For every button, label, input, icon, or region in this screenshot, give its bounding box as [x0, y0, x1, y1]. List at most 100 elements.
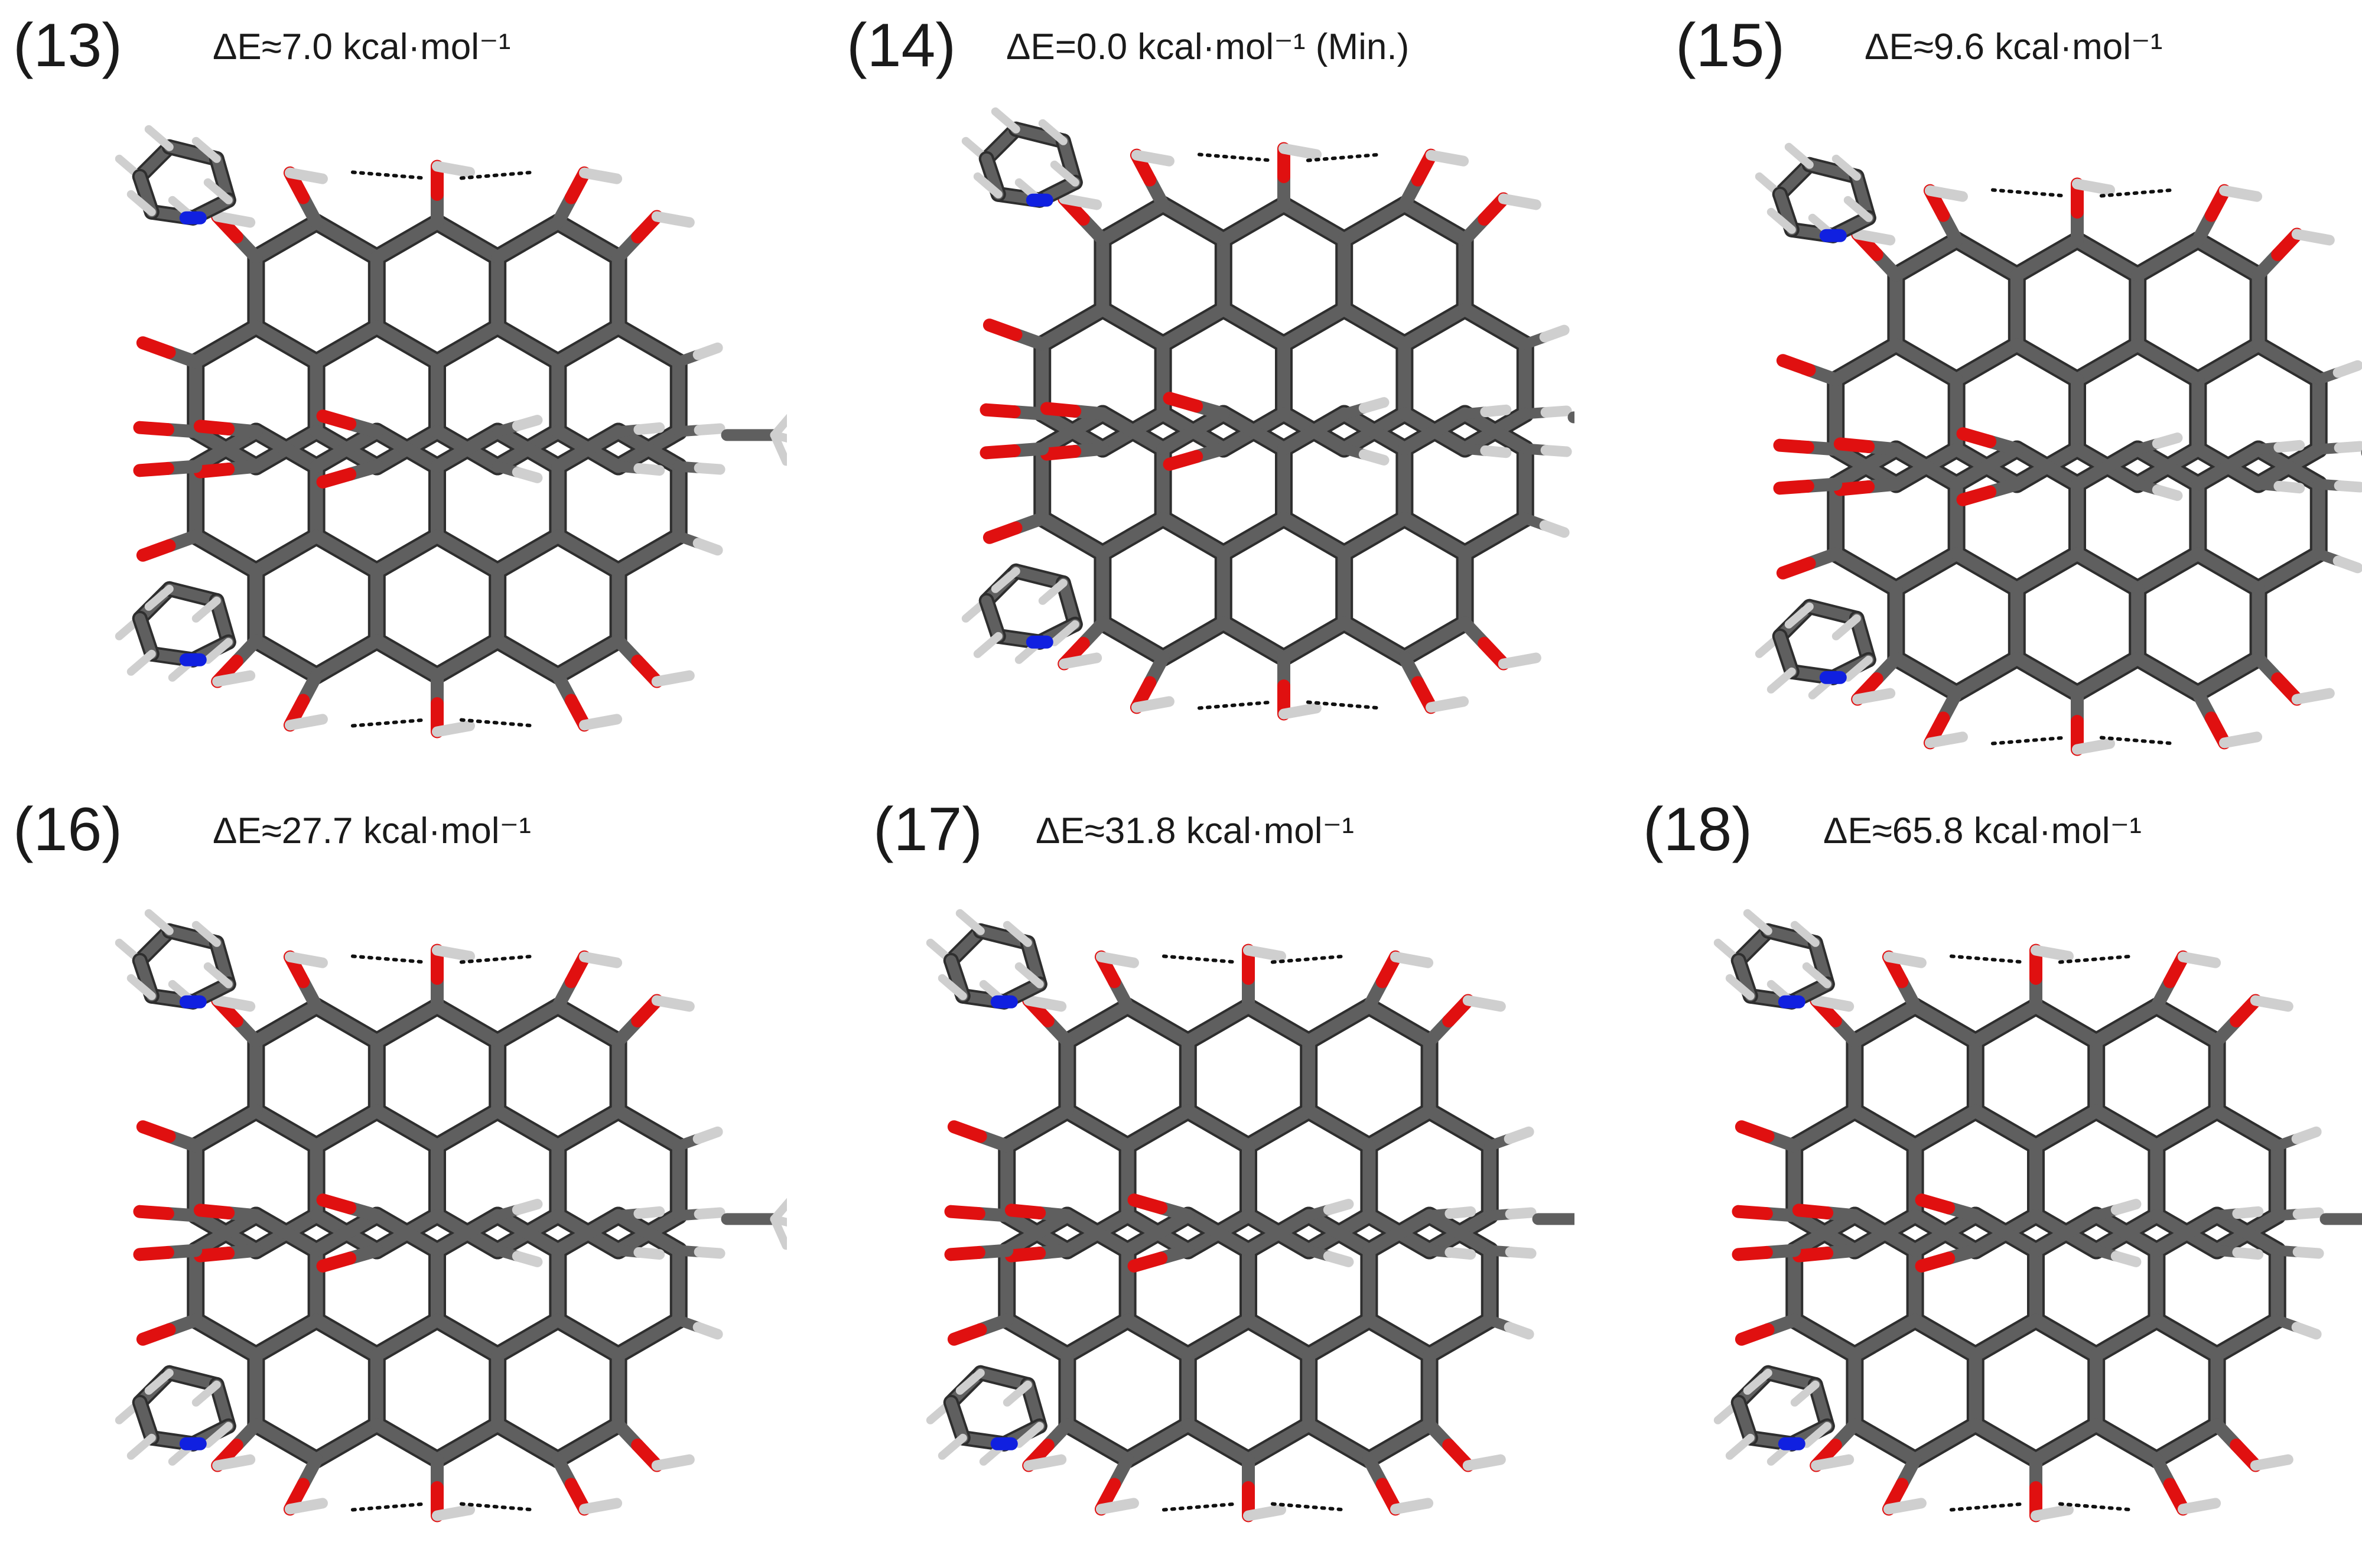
- c-h-bond: [973, 172, 1003, 199]
- carbon-bond: [310, 1104, 383, 1153]
- c-h-bond: [203, 1421, 233, 1448]
- carbon-bond: [611, 425, 685, 473]
- o-h-bond: [1852, 688, 1896, 705]
- c-o-bond: [1127, 1193, 1168, 1215]
- o-h-bond: [1278, 702, 1322, 720]
- c-h-bond: [1784, 602, 1814, 629]
- hydrogen-bond: [1949, 954, 2026, 964]
- carbon-bond: [2010, 652, 2084, 700]
- carbon-bond: [1096, 616, 1170, 665]
- carbon-bond: [370, 1104, 444, 1153]
- carbon-bond: [431, 1104, 505, 1153]
- carbon-bond: [2010, 443, 2084, 491]
- o-h-bond: [1883, 1498, 1927, 1515]
- o-h-bond: [284, 1498, 328, 1515]
- o-h-bond: [1883, 951, 1927, 968]
- hydrogen-bond: [1990, 736, 2067, 746]
- hydrogen-bond: [350, 1502, 427, 1512]
- c-o-bond: [980, 403, 1021, 419]
- c-h-bond: [1038, 578, 1068, 605]
- o-h-bond: [1811, 1454, 1855, 1471]
- carbon-bond: [1950, 652, 2023, 700]
- amine-ring-bond: [164, 1367, 222, 1390]
- o-h-bond: [212, 1454, 256, 1471]
- panel-17: (17) ΔE≈31.8 kcal·mol⁻¹: [788, 784, 1574, 1568]
- c-o-bond: [133, 461, 174, 477]
- carbon-bond: [189, 1209, 263, 1257]
- c-h-bond: [633, 1206, 665, 1219]
- o-h-bond: [1426, 696, 1469, 713]
- carbon-bond: [2191, 443, 2265, 491]
- amine-ring-bond: [1733, 1397, 1756, 1443]
- c-o-bond: [1915, 1251, 1956, 1273]
- carbon-bond: [2010, 338, 2084, 386]
- c-h-bond: [191, 1380, 221, 1407]
- c-o-bond: [133, 421, 174, 437]
- carbon-bond: [491, 634, 565, 682]
- o-h-bond: [1852, 229, 1896, 246]
- carbon-bond: [1060, 1418, 1134, 1466]
- amine-ring-bond: [134, 1397, 157, 1443]
- o-h-bond: [212, 995, 256, 1012]
- carbon-bond: [189, 425, 263, 473]
- o-h-bond: [432, 720, 475, 737]
- carbon-bond: [1096, 198, 1170, 246]
- carbon-bond: [370, 425, 444, 473]
- carbon-bond: [2191, 547, 2265, 596]
- o-h-bond: [651, 995, 695, 1012]
- c-h-bond: [973, 632, 1003, 658]
- carbon-bond: [1829, 547, 1903, 596]
- c-h-bond: [1802, 1421, 1831, 1448]
- carbon-bond: [1121, 1000, 1195, 1048]
- o-h-bond: [1498, 193, 1541, 210]
- c-o-bond: [1956, 427, 1997, 448]
- carbon-bond: [431, 634, 505, 682]
- hydrogen-bond: [1270, 1502, 1347, 1512]
- carbon-bond: [1458, 302, 1532, 351]
- carbon-bond: [431, 1418, 505, 1466]
- carbon-bond: [310, 1418, 383, 1466]
- carbon-bond: [1216, 616, 1290, 665]
- carbon-bond: [1242, 1418, 1316, 1466]
- c-h-bond: [2152, 432, 2183, 449]
- o-h-bond: [2291, 688, 2335, 705]
- carbon-bond: [1242, 1104, 1316, 1153]
- carbon-bond: [611, 320, 685, 369]
- c-h-bond: [1358, 397, 1390, 414]
- carbon-bond: [2131, 547, 2205, 596]
- carbon-bond: [1277, 198, 1351, 246]
- c-h-bond: [1843, 196, 1873, 222]
- carbon-bond: [611, 1313, 685, 1362]
- energy-label: ΔE≈65.8 kcal·mol⁻¹: [1823, 811, 2142, 851]
- carbon-bond: [2090, 1313, 2163, 1362]
- c-h-bond: [1790, 920, 1820, 947]
- carbon-bond: [1121, 1418, 1195, 1466]
- c-h-bond: [2232, 1206, 2264, 1219]
- carbon-bond: [2191, 338, 2265, 386]
- o-h-bond: [2250, 995, 2293, 1012]
- c-o-bond: [1776, 557, 1816, 580]
- c-o-bond: [193, 463, 235, 479]
- c-h-bond: [1358, 449, 1390, 466]
- c-h-bond: [955, 909, 985, 935]
- carbon-bond: [1362, 1000, 1436, 1048]
- carbon-bond: [2029, 1418, 2103, 1466]
- o-h-bond: [1131, 696, 1175, 713]
- c-o-bond: [1956, 485, 1997, 506]
- o-h-bond: [2031, 945, 2074, 962]
- carbon-bond: [491, 1000, 565, 1048]
- o-h-bond: [579, 951, 623, 968]
- o-h-bond: [1426, 149, 1469, 167]
- carbon-bond: [310, 1000, 383, 1048]
- c-h-bond: [2110, 1251, 2142, 1267]
- c-h-bond: [938, 1433, 967, 1460]
- carbon-bond: [1242, 1313, 1316, 1362]
- c-h-bond: [203, 962, 233, 988]
- carbon-bond: [1848, 1000, 1922, 1048]
- c-h-bond: [191, 920, 221, 947]
- carbon-bond: [1848, 1209, 1922, 1257]
- carbon-bond: [1950, 233, 2023, 282]
- o-h-bond: [432, 161, 475, 178]
- hydrogen-bond: [1197, 152, 1274, 162]
- energy-label: ΔE≈31.8 kcal·mol⁻¹: [1036, 811, 1354, 851]
